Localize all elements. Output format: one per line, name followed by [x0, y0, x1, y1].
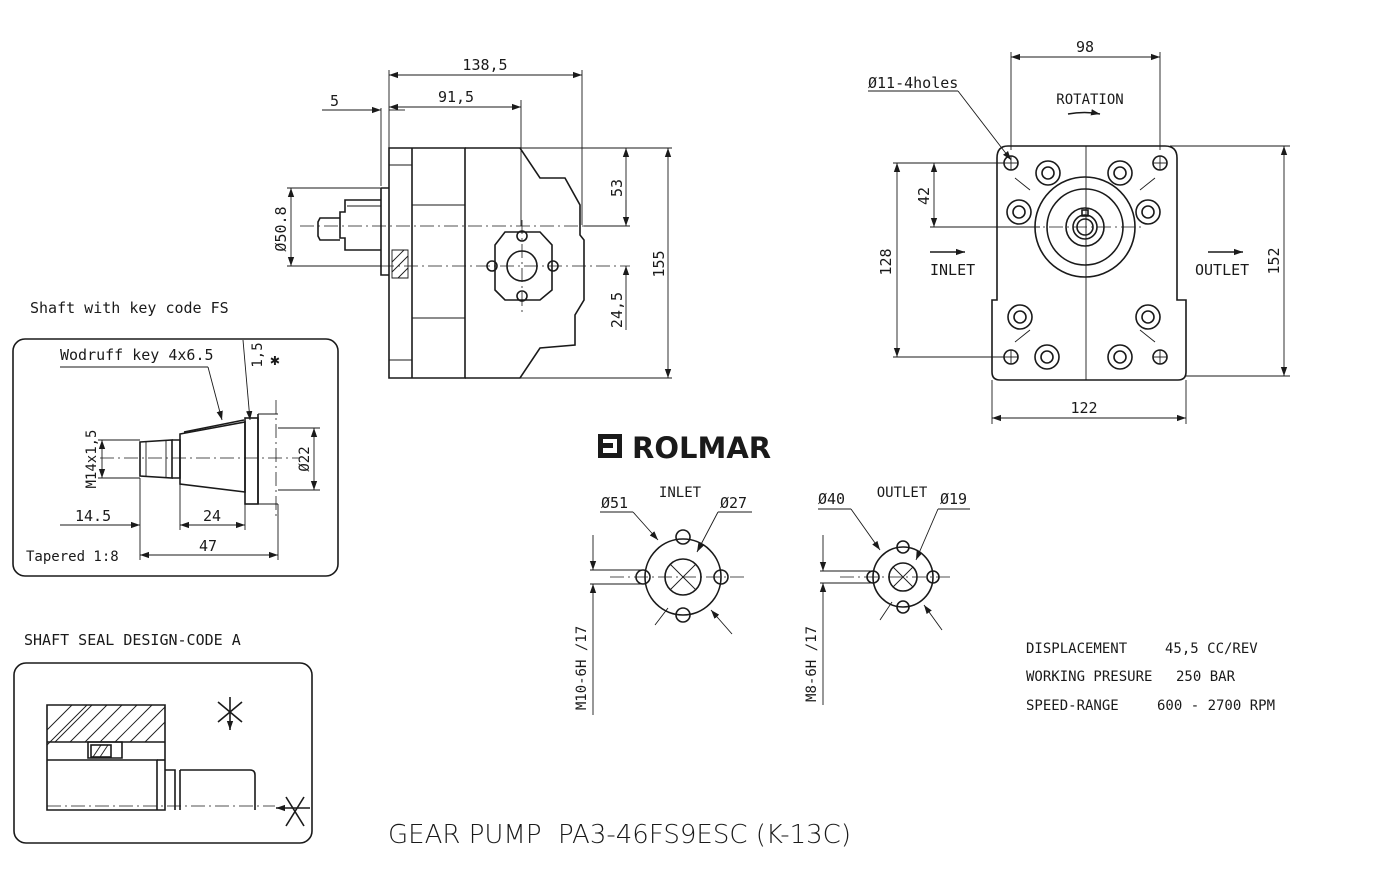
- dim-front-height: 152: [1265, 247, 1283, 274]
- seal-detail-frame: [13, 662, 313, 844]
- spec-label-2: SPEED-RANGE: [1026, 698, 1119, 714]
- rolmar-logo-icon: [598, 434, 622, 458]
- inlet-port-detail: INLET Ø51 Ø27 M10-6H /17: [574, 485, 752, 715]
- shaft-dia: Ø22: [297, 446, 313, 471]
- brand-name: ROLMAR: [632, 431, 771, 465]
- inlet-dim-inner: Ø27: [720, 494, 747, 512]
- side-view: 138,5 5 91,5: [272, 56, 672, 379]
- dim-port-position: 91,5: [438, 88, 474, 106]
- front-inlet-label: INLET: [930, 261, 975, 279]
- outlet-port-label: OUTLET: [877, 485, 928, 501]
- inlet-port-label: INLET: [659, 485, 702, 501]
- rotation-label: ROTATION: [1056, 92, 1123, 108]
- dim-hole-vertical: 128: [877, 248, 895, 275]
- dim-hole-spacing: 98: [1076, 38, 1094, 56]
- spec-value-1: 250 BAR: [1176, 669, 1236, 685]
- dim-port-to-center: 24,5: [608, 292, 626, 328]
- seal-detail: SHAFT SEAL DESIGN-CODE A: [13, 631, 313, 844]
- outlet-port-detail: OUTLET Ø40 Ø19 M8-6H /17: [804, 485, 970, 705]
- holes-note: Ø11-4holes: [868, 74, 958, 92]
- mount-holes: [1003, 155, 1168, 365]
- drawing-title: GEAR PUMP PA3-46FS9ESC (K-13C): [388, 820, 851, 850]
- rotation-arrow-icon: [1067, 109, 1101, 116]
- outlet-thread: M8-6H /17: [804, 626, 820, 702]
- bolts: [1006, 160, 1161, 370]
- shaft-marker-icon: [276, 796, 310, 827]
- shaft-thread: M14x1,5: [84, 429, 100, 488]
- dim-key-offset: 1,5: [250, 342, 266, 367]
- inlet-dim-outer: Ø51: [601, 494, 628, 512]
- dim-taper-len: 24: [203, 507, 221, 525]
- seal-heading: SHAFT SEAL DESIGN-CODE A: [24, 631, 241, 649]
- shaft-heading: Shaft with key code FS: [30, 299, 229, 317]
- front-outlet-label: OUTLET: [1195, 261, 1249, 279]
- shaft-detail: Shaft with key code FS Wodruff key 4x6.5…: [12, 299, 339, 577]
- dim-top-offset: 42: [915, 187, 933, 205]
- dim-front-width: 122: [1070, 399, 1097, 417]
- spec-value-0: 45,5 CC/REV: [1165, 641, 1258, 657]
- taper-note: Tapered 1:8: [26, 549, 119, 565]
- dim-side-height: 155: [650, 250, 668, 277]
- seal-marker-icon: [217, 697, 243, 730]
- dim-total-len: 47: [199, 537, 217, 555]
- key-label: Wodruff key 4x6.5: [60, 346, 214, 364]
- dim-thread-len: 14.5: [75, 507, 111, 525]
- brand-logo: ROLMAR: [598, 431, 771, 465]
- dim-pilot-dia: Ø50.8: [272, 206, 290, 251]
- outlet-dim-outer: Ø40: [818, 490, 845, 508]
- spec-label-0: DISPLACEMENT: [1026, 641, 1128, 657]
- asterisk-icon: ✱: [270, 350, 280, 369]
- inlet-thread: M10-6H /17: [574, 626, 590, 710]
- specs-table: DISPLACEMENT 45,5 CC/REV WORKING PRESURE…: [1026, 641, 1275, 714]
- dim-flange-offset: 5: [330, 92, 339, 110]
- shaft-detail-frame: [12, 338, 339, 577]
- dim-overall-length: 138,5: [462, 56, 507, 74]
- spec-label-1: WORKING PRESURE: [1026, 669, 1152, 685]
- outlet-dim-inner: Ø19: [940, 490, 967, 508]
- spec-value-2: 600 - 2700 RPM: [1157, 698, 1275, 714]
- front-view: 98 Ø11-4holes ROTATION: [868, 38, 1290, 424]
- dim-top-to-port: 53: [608, 179, 626, 197]
